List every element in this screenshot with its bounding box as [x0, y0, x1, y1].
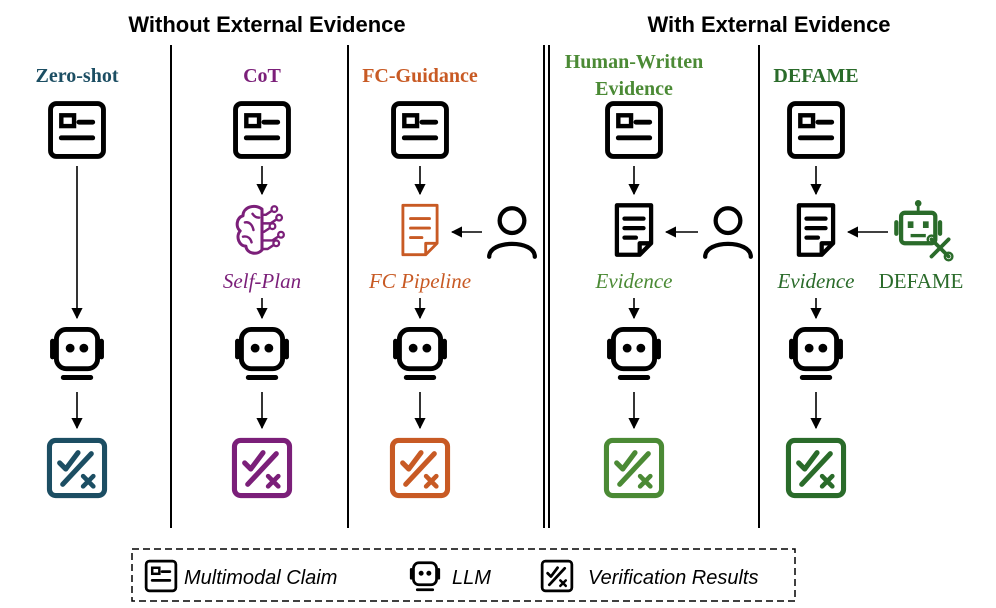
legend-llm-icon: [409, 561, 441, 592]
column-title: FC-Guidance: [362, 65, 478, 87]
verification-results-icon: [603, 437, 665, 499]
intermediate-label: FC Pipeline: [368, 269, 471, 293]
legend-multimodal-claim-icon: [144, 559, 178, 593]
column-title: Evidence: [595, 78, 673, 100]
legend-label: LLM: [452, 567, 491, 589]
verification-results-icon: [46, 437, 108, 499]
tools-icon: [926, 234, 954, 262]
person-icon: [487, 206, 537, 259]
column-title: Human-Written: [565, 51, 704, 73]
document-icon: [401, 203, 439, 257]
multimodal-claim-icon: [605, 101, 663, 159]
multimodal-claim-icon: [48, 101, 106, 159]
side-label: DEFAME: [879, 269, 964, 293]
llm-icon: [50, 327, 104, 380]
person-icon: [703, 206, 753, 259]
multimodal-claim-icon: [787, 101, 845, 159]
multimodal-claim-icon: [233, 101, 291, 159]
legend-label: Verification Results: [588, 567, 758, 589]
column-title: Zero-shot: [36, 65, 119, 87]
column-cot: CoT Self-Plan: [223, 65, 301, 293]
intermediate-label: Evidence: [777, 269, 855, 293]
verification-results-icon: [389, 437, 451, 499]
legend-box: [131, 548, 796, 602]
verification-results-icon: [231, 437, 293, 499]
intermediate-label: Self-Plan: [223, 269, 301, 293]
robot-tools-icon: [894, 199, 954, 262]
llm-icon: [235, 327, 289, 380]
column-title: DEFAME: [773, 65, 858, 87]
llm-icon: [789, 327, 843, 380]
column-defame: DEFAME Evidence DEFAME: [773, 65, 963, 293]
document-icon: [796, 203, 836, 257]
column-zero-shot: Zero-shot: [36, 65, 119, 87]
legend-label: Multimodal Claim: [184, 567, 337, 589]
column-title: CoT: [243, 65, 281, 87]
llm-icon: [607, 327, 661, 380]
document-icon: [614, 203, 654, 257]
legend-verification-results-icon: [540, 559, 574, 593]
column-fc-guidance: FC-Guidance FC Pipeline: [362, 65, 478, 293]
llm-icon: [393, 327, 447, 380]
multimodal-claim-icon: [391, 101, 449, 159]
intermediate-label: Evidence: [595, 269, 673, 293]
header-with-evidence: With External Evidence: [647, 12, 890, 37]
header-without-evidence: Without External Evidence: [128, 12, 405, 37]
brain-circuit-icon: [235, 204, 285, 255]
verification-results-icon: [785, 437, 847, 499]
